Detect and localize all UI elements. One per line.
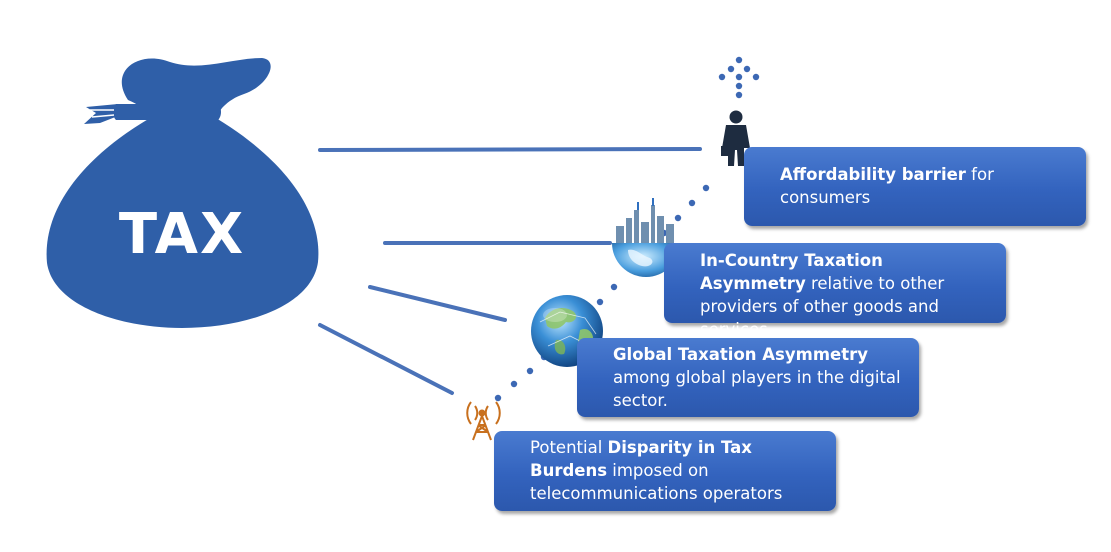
box-in-country-asymmetry: In-Country Taxation Asymmetry relative t… (664, 243, 1006, 339)
businessman-icon (721, 110, 750, 166)
connector-lines (318, 147, 702, 395)
connector-line-global (368, 285, 507, 322)
city-globe-icon (612, 198, 680, 277)
tax-bag-icon: TAX (46, 58, 319, 328)
radio-tower-icon (466, 401, 501, 441)
in-country-rest: relative to other providers of other goo… (700, 274, 945, 339)
global-bold: Global Taxation Asymmetry (613, 345, 868, 364)
growth-arrow-icon (718, 56, 760, 99)
in-country-bold: In-Country Taxation Asymmetry (700, 251, 883, 293)
box-disparity: Potential Disparity in Tax Burdens impos… (494, 431, 836, 511)
disparity-prefix: Potential (530, 438, 608, 457)
box-global-asymmetry: Global Taxation Asymmetry among global p… (577, 338, 919, 417)
disparity-rest: imposed on telecommunications operators (530, 461, 783, 503)
connector-line-disparity (318, 323, 454, 395)
affordability-rest: for consumers (780, 165, 994, 207)
global-rest: among global players in the digital sect… (613, 368, 901, 410)
box-affordability: Affordability barrier for consumers (744, 147, 1086, 226)
connector-line-affordability (318, 147, 702, 152)
disparity-bold: Disparity in Tax Burdens (530, 438, 752, 480)
tax-bag-label: TAX (119, 202, 245, 267)
affordability-bold: Affordability barrier (780, 165, 966, 184)
